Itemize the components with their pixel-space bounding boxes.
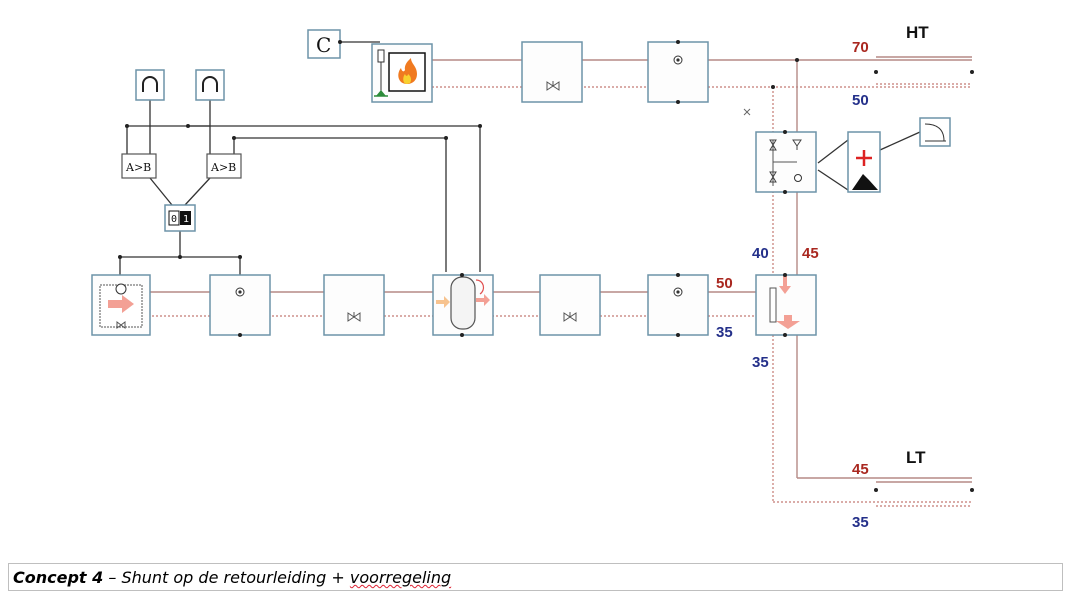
- ht-pump[interactable]: [647, 41, 709, 103]
- sensor-1[interactable]: [135, 69, 165, 101]
- switch-zero: 0: [171, 214, 177, 225]
- label-ht-supply: 70: [852, 39, 869, 56]
- system-diagram: C A>B A>B: [91, 23, 974, 531]
- heating-curve[interactable]: [919, 117, 951, 147]
- storage-tank[interactable]: [432, 274, 494, 336]
- heat-pump[interactable]: [91, 274, 151, 336]
- controller-c[interactable]: C: [307, 29, 341, 59]
- loop-pump[interactable]: [209, 274, 271, 336]
- controller-label: C: [316, 33, 331, 57]
- caption-bold: Concept 4: [13, 568, 104, 587]
- switch-one: 1: [183, 214, 189, 225]
- boiler[interactable]: [371, 43, 433, 103]
- caption-text: Shunt op de retourleiding +: [121, 568, 350, 587]
- caption-wavy: voorregeling: [349, 568, 452, 587]
- sensor-2[interactable]: [195, 69, 225, 101]
- caption: Concept 4 – Shunt op de retourleiding + …: [13, 568, 451, 587]
- label-loop-supply: 50: [716, 275, 733, 292]
- loop-pump-2[interactable]: [647, 274, 709, 336]
- temperature-labels: HT 70 50 40 45 50 35 35 LT 45 35: [716, 23, 929, 531]
- comparator-1-label: A>B: [125, 161, 151, 174]
- caption-dash: –: [103, 568, 122, 587]
- label-lt-return: 35: [852, 514, 869, 531]
- label-ht: HT: [906, 23, 929, 42]
- comparator-1[interactable]: A>B: [121, 153, 157, 179]
- mixing-valve-block[interactable]: [755, 131, 817, 193]
- ht-valve[interactable]: [521, 41, 583, 103]
- marker-x: [743, 108, 751, 116]
- comparator-2[interactable]: A>B: [206, 153, 242, 179]
- label-lt: LT: [906, 448, 926, 467]
- label-lt-supply: 45: [852, 461, 869, 478]
- junction-dots: [118, 40, 974, 492]
- label-loop-return: 35: [716, 324, 733, 341]
- comparator-2-label: A>B: [210, 161, 236, 174]
- label-mid-left: 40: [752, 245, 769, 262]
- switch-block[interactable]: 0 1: [164, 204, 196, 232]
- loop-valve-2[interactable]: [539, 274, 601, 336]
- label-shunt-return: 35: [752, 354, 769, 371]
- temperature-controller[interactable]: [847, 131, 881, 193]
- shunt-exchanger[interactable]: [755, 274, 817, 336]
- caption-box: Concept 4 – Shunt op de retourleiding + …: [8, 563, 1063, 591]
- label-ht-return: 50: [852, 92, 869, 109]
- label-mid-right: 45: [802, 245, 819, 262]
- loop-valve-1[interactable]: [323, 274, 385, 336]
